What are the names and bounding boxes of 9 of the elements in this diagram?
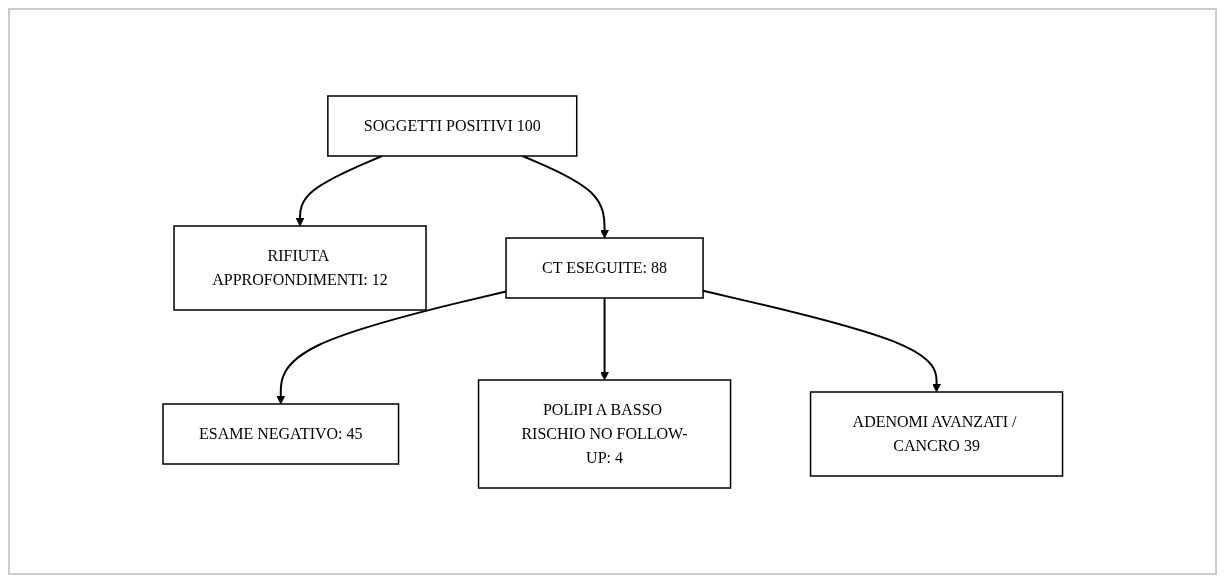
node-box: ADENOMI AVANZATI / CANCRO 39 — [809, 390, 1063, 477]
node-box: ESAME NEGATIVO: 45 — [161, 402, 399, 465]
node-box: CT ESEGUITE: 88 — [505, 236, 704, 299]
arrow — [295, 154, 383, 226]
node-box: POLIPI A BASSO RISCHIO NO FOLLOW-UP: 4 — [477, 378, 731, 489]
arrow — [599, 296, 609, 380]
node-box: RIFIUTA APPROFONDIMENTI: 12 — [173, 224, 427, 311]
node-box: SOGGETTI POSITIVI 100 — [326, 94, 578, 157]
arrow — [521, 154, 609, 238]
